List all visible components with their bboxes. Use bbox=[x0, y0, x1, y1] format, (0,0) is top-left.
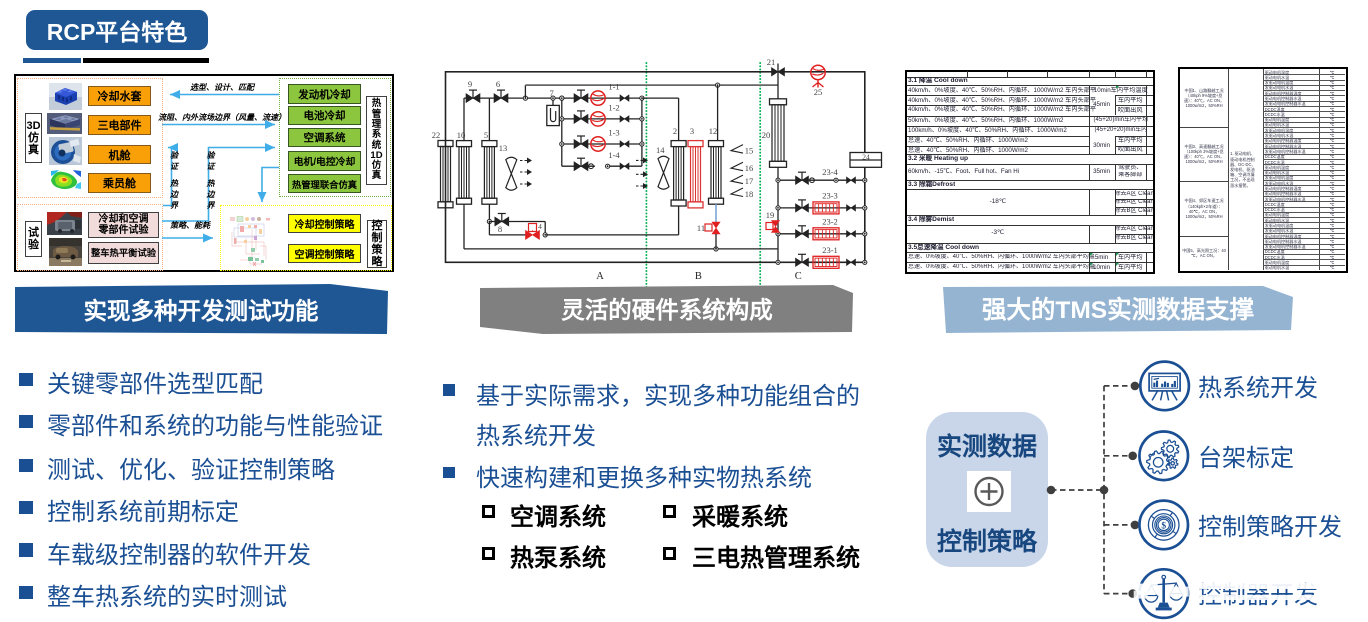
svg-text:21: 21 bbox=[767, 58, 776, 67]
svg-text:策略、能耗: 策略、能耗 bbox=[170, 221, 212, 230]
svg-text:7: 7 bbox=[549, 88, 553, 98]
svg-text:边: 边 bbox=[206, 190, 216, 199]
svg-text:24: 24 bbox=[862, 153, 870, 162]
svg-text:选型、设计、匹配: 选型、设计、匹配 bbox=[190, 83, 256, 92]
svg-text:16: 16 bbox=[745, 163, 754, 173]
svg-text:25: 25 bbox=[814, 87, 823, 97]
svg-text:界: 界 bbox=[207, 201, 216, 210]
svg-text:23-2: 23-2 bbox=[822, 216, 838, 226]
svg-text:3: 3 bbox=[690, 126, 694, 136]
svg-text:12: 12 bbox=[709, 126, 718, 136]
svg-text:$: $ bbox=[1161, 520, 1166, 531]
svg-text:证: 证 bbox=[207, 162, 217, 171]
svg-text:18: 18 bbox=[745, 189, 754, 199]
svg-text:热: 热 bbox=[169, 179, 179, 188]
svg-text:15: 15 bbox=[745, 146, 754, 156]
svg-text:6: 6 bbox=[496, 79, 500, 89]
svg-text:证: 证 bbox=[170, 162, 180, 171]
svg-text:17: 17 bbox=[745, 176, 754, 186]
svg-text:流阻、内外流场边界（风量、流速）: 流阻、内外流场边界（风量、流速） bbox=[158, 112, 286, 122]
svg-text:验: 验 bbox=[170, 151, 180, 160]
svg-text:界: 界 bbox=[170, 201, 179, 210]
svg-text:1-4: 1-4 bbox=[608, 150, 620, 160]
svg-text:2: 2 bbox=[673, 126, 677, 136]
svg-text:实现多种开发测试功能: 实现多种开发测试功能 bbox=[84, 297, 319, 324]
svg-text:8: 8 bbox=[498, 224, 502, 234]
svg-text:23-1: 23-1 bbox=[822, 245, 838, 255]
svg-text:10: 10 bbox=[457, 130, 466, 140]
svg-text:19: 19 bbox=[766, 210, 775, 220]
svg-text:1-3: 1-3 bbox=[608, 128, 619, 138]
svg-text:B: B bbox=[695, 271, 702, 282]
svg-text:23-4: 23-4 bbox=[822, 167, 838, 177]
svg-text:边: 边 bbox=[169, 190, 179, 199]
svg-text:20: 20 bbox=[762, 130, 771, 140]
svg-text:1-2: 1-2 bbox=[608, 102, 619, 112]
svg-text:灵活的硬件系统构成: 灵活的硬件系统构成 bbox=[561, 296, 773, 323]
svg-text:23-3: 23-3 bbox=[822, 190, 838, 200]
svg-text:13: 13 bbox=[499, 143, 508, 153]
svg-text:11: 11 bbox=[697, 223, 705, 233]
svg-text:22: 22 bbox=[432, 130, 441, 140]
svg-text:5: 5 bbox=[484, 130, 488, 140]
svg-text:热: 热 bbox=[206, 179, 216, 188]
svg-text:C: C bbox=[795, 271, 802, 282]
svg-text:4: 4 bbox=[538, 222, 542, 231]
svg-text:验: 验 bbox=[207, 151, 217, 160]
svg-text:强大的TMS实测数据支撑: 强大的TMS实测数据支撑 bbox=[982, 295, 1255, 324]
svg-text:9: 9 bbox=[468, 79, 472, 89]
svg-text:A: A bbox=[596, 271, 604, 282]
svg-text:1-1: 1-1 bbox=[608, 82, 619, 92]
svg-text:14: 14 bbox=[656, 145, 665, 155]
